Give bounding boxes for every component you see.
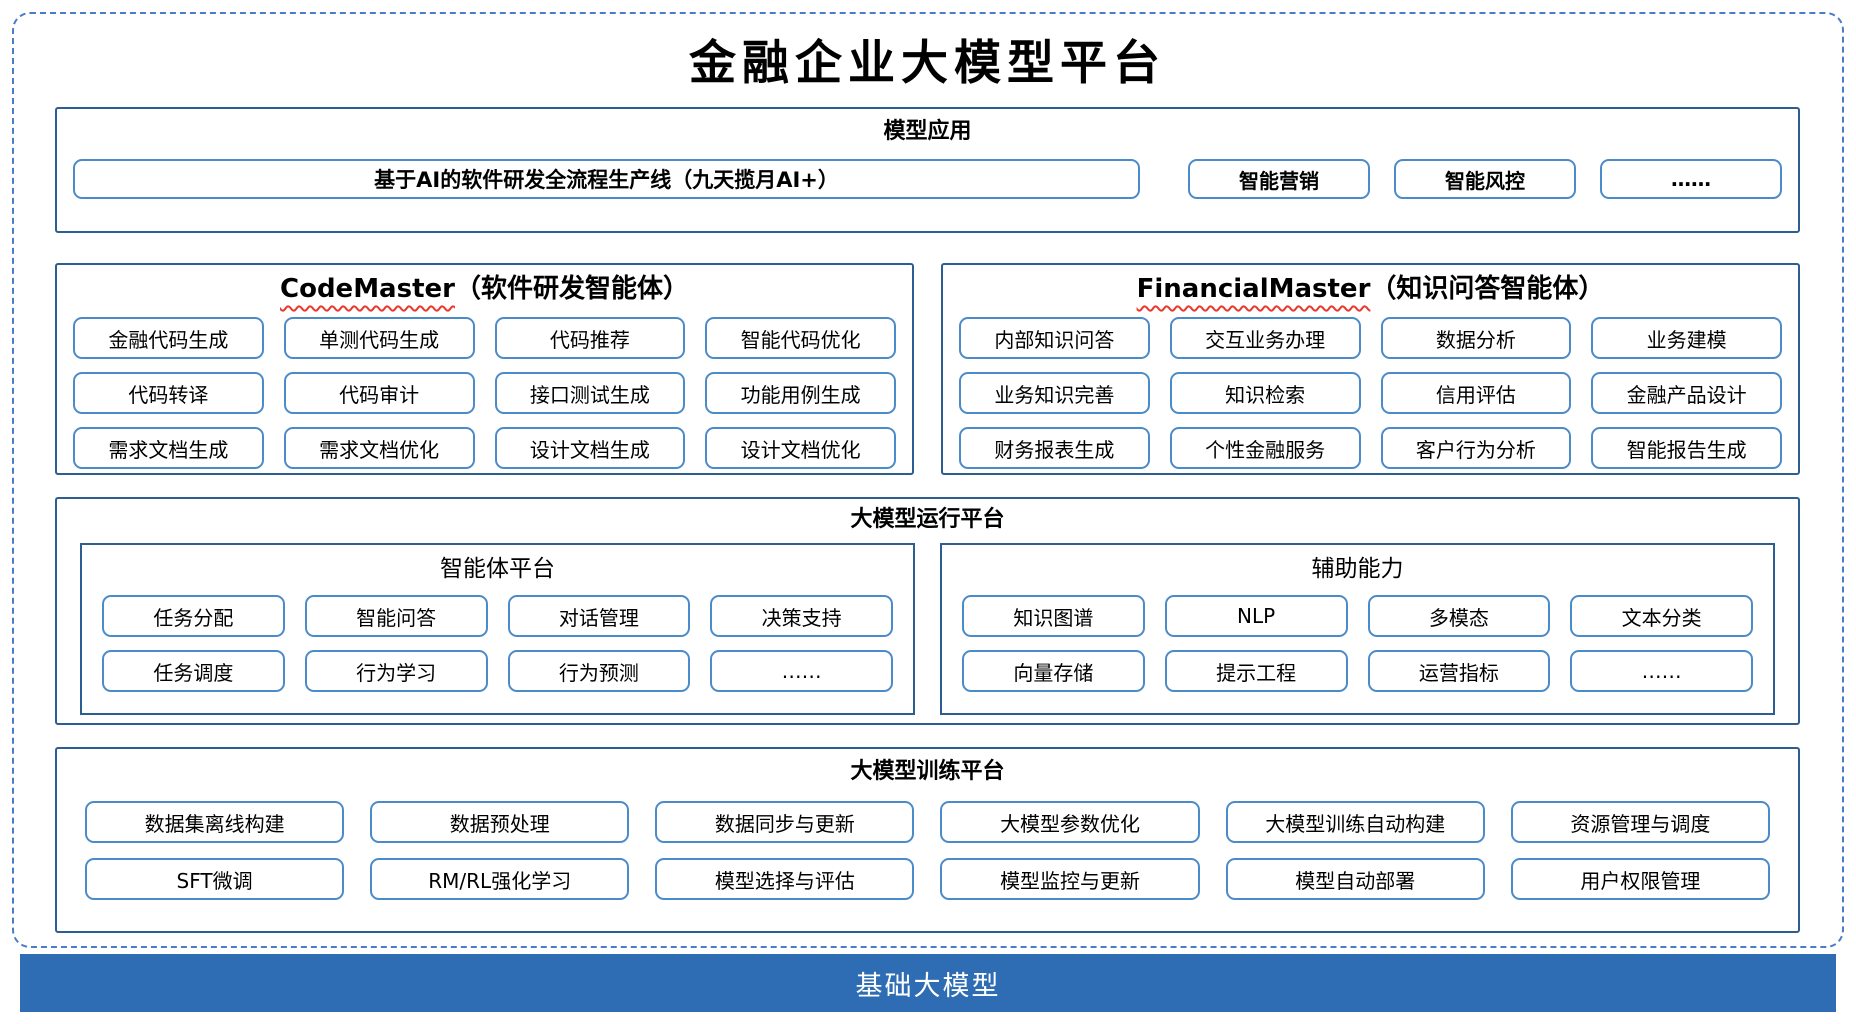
auxiliary-capability-chip: 运营指标	[1367, 650, 1551, 692]
auxiliary-capability-chip: ……	[1570, 650, 1753, 692]
codemaster-chip: 需求文档生成	[73, 427, 264, 469]
agent-platform-chip: 对话管理	[507, 595, 691, 637]
training-platform-chip: 模型监控与更新	[940, 858, 1200, 900]
section-runtime-platform: 大模型运行平台 智能体平台 任务分配智能问答对话管理决策支持任务调度行为学习行为…	[55, 497, 1800, 725]
financialmaster-chips: 内部知识问答交互业务办理数据分析业务建模业务知识完善知识检索信用评估金融产品设计…	[959, 317, 1782, 469]
training-platform-chip: 数据集离线构建	[85, 801, 345, 843]
model-applications-header: 模型应用	[883, 119, 972, 144]
codemaster-chip: 智能代码优化	[705, 317, 896, 359]
auxiliary-capability-chip: NLP	[1164, 595, 1348, 637]
codemaster-chip: 代码转译	[73, 372, 264, 414]
training-platform-chip: 数据同步与更新	[655, 801, 915, 843]
auxiliary-capabilities-chips: 知识图谱 NLP 多模态文本分类向量存储提示工程运营指标 ……	[962, 595, 1753, 692]
codemaster-chip: 代码审计	[283, 372, 475, 414]
financialmaster-chip: 个性金融服务	[1169, 427, 1361, 469]
auxiliary-capability-chip: 向量存储	[962, 650, 1145, 692]
financialmaster-chip: 智能报告生成	[1591, 427, 1782, 469]
training-platform-chip: 大模型参数优化	[940, 801, 1200, 843]
financialmaster-subtitle: （知识问答智能体）	[1370, 274, 1605, 304]
section-training-platform: 大模型训练平台 数据集离线构建数据预处理数据同步与更新大模型参数优化大模型训练自…	[55, 747, 1800, 933]
training-platform-chip: RM/RL强化学习	[370, 858, 630, 900]
codemaster-chip: 需求文档优化	[283, 427, 475, 469]
training-platform-chip: 模型自动部署	[1225, 858, 1485, 900]
auxiliary-capabilities-box: 辅助能力 知识图谱 NLP 多模态文本分类向量存储提示工程运营指标 ……	[940, 543, 1775, 715]
base-model-label: 基础大模型	[855, 970, 1001, 1002]
financialmaster-chip: 交互业务办理	[1169, 317, 1361, 359]
runtime-inner-row: 智能体平台 任务分配智能问答对话管理决策支持任务调度行为学习行为预测 …… 辅助能…	[80, 543, 1775, 715]
section-financialmaster: FinancialMaster（知识问答智能体） 内部知识问答交互业务办理数据分…	[941, 263, 1800, 475]
training-platform-chip: 数据预处理	[370, 801, 630, 843]
agent-platform-chips: 任务分配智能问答对话管理决策支持任务调度行为学习行为预测 ……	[102, 595, 893, 692]
base-model-bar: 基础大模型	[20, 954, 1836, 1012]
section-model-applications: 模型应用 基于AI的软件研发全流程生产线（九天揽月AI+） 智能营销智能风控 ……	[55, 107, 1800, 233]
auxiliary-capability-chip: 文本分类	[1570, 595, 1753, 637]
agent-platform-chip: 任务调度	[102, 650, 285, 692]
codemaster-title: CodeMaster（软件研发智能体）	[73, 271, 896, 307]
agent-platform-chip: 行为学习	[304, 650, 488, 692]
financialmaster-chip: 信用评估	[1380, 372, 1572, 414]
training-platform-chip: SFT微调	[85, 858, 345, 900]
codemaster-chip: 功能用例生成	[705, 372, 896, 414]
training-platform-chip: 资源管理与调度	[1510, 801, 1770, 843]
auxiliary-capabilities-header: 辅助能力	[1311, 556, 1404, 582]
training-platform-chip: 模型选择与评估	[655, 858, 915, 900]
financialmaster-chip: 财务报表生成	[959, 427, 1150, 469]
chip-ai-software-pipeline: 基于AI的软件研发全流程生产线（九天揽月AI+）	[73, 159, 1140, 199]
financialmaster-chip: 金融产品设计	[1591, 372, 1782, 414]
agent-platform-chip: 智能问答	[304, 595, 488, 637]
financialmaster-chip: 知识检索	[1169, 372, 1361, 414]
agent-platform-header: 智能体平台	[440, 556, 555, 582]
financialmaster-chip: 客户行为分析	[1380, 427, 1572, 469]
agent-platform-chip: ……	[710, 650, 893, 692]
training-platform-chips: 数据集离线构建数据预处理数据同步与更新大模型参数优化大模型训练自动构建资源管理与…	[85, 801, 1770, 900]
agent-platform-box: 智能体平台 任务分配智能问答对话管理决策支持任务调度行为学习行为预测 ……	[80, 543, 915, 715]
financialmaster-title: FinancialMaster（知识问答智能体）	[959, 271, 1782, 307]
codemaster-chip: 设计文档生成	[494, 427, 686, 469]
financialmaster-chip: 业务建模	[1591, 317, 1782, 359]
outer-dashed-frame	[12, 12, 1844, 948]
financialmaster-name: FinancialMaster	[1136, 274, 1371, 304]
agent-platform-chip: 任务分配	[102, 595, 285, 637]
page-title: 金融企业大模型平台	[689, 36, 1166, 91]
codemaster-name: CodeMaster	[280, 274, 455, 304]
codemaster-chip: 代码推荐	[494, 317, 686, 359]
codemaster-chip: 单测代码生成	[283, 317, 475, 359]
codemaster-chip: 设计文档优化	[705, 427, 896, 469]
model-applications-chip-row: 基于AI的软件研发全流程生产线（九天揽月AI+） 智能营销智能风控 ……	[73, 159, 1782, 199]
codemaster-subtitle: （软件研发智能体）	[454, 274, 689, 304]
training-platform-chip: 大模型训练自动构建	[1225, 801, 1485, 843]
financialmaster-chip: 业务知识完善	[959, 372, 1150, 414]
agents-row: CodeMaster（软件研发智能体） 金融代码生成单测代码生成代码推荐智能代码…	[55, 263, 1800, 475]
financialmaster-chip: 内部知识问答	[959, 317, 1150, 359]
training-platform-header: 大模型训练平台	[850, 759, 1005, 784]
agent-platform-chip: 决策支持	[710, 595, 893, 637]
diagram-content: 金融企业大模型平台 模型应用 基于AI的软件研发全流程生产线（九天揽月AI+） …	[55, 0, 1800, 933]
codemaster-chips: 金融代码生成单测代码生成代码推荐智能代码优化代码转译代码审计接口测试生成功能用例…	[73, 317, 896, 469]
training-platform-chip: 用户权限管理	[1510, 858, 1770, 900]
auxiliary-capability-chip: 多模态	[1367, 595, 1551, 637]
codemaster-chip: 接口测试生成	[494, 372, 686, 414]
financialmaster-chip: 数据分析	[1380, 317, 1572, 359]
auxiliary-capability-chip: 提示工程	[1164, 650, 1348, 692]
model-application-chip: 智能营销	[1188, 159, 1370, 199]
model-application-chip: 智能风控	[1394, 159, 1576, 199]
agent-platform-chip: 行为预测	[507, 650, 691, 692]
auxiliary-capability-chip: 知识图谱	[962, 595, 1145, 637]
runtime-platform-header: 大模型运行平台	[850, 507, 1005, 532]
model-application-chip: ……	[1600, 159, 1782, 199]
codemaster-chip: 金融代码生成	[73, 317, 264, 359]
section-codemaster: CodeMaster（软件研发智能体） 金融代码生成单测代码生成代码推荐智能代码…	[55, 263, 914, 475]
